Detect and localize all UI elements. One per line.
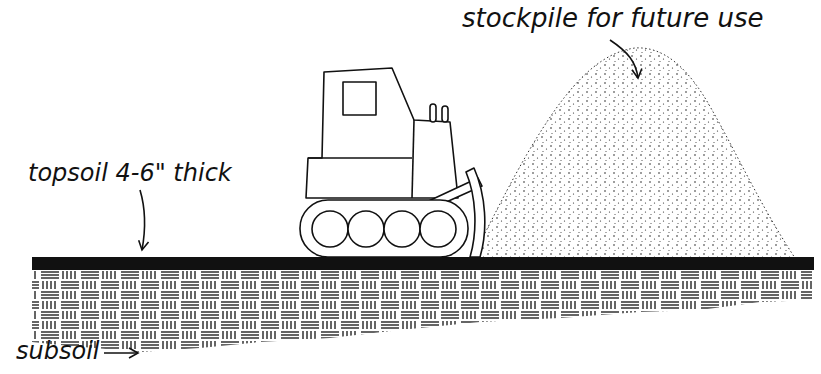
- annotation-label: subsoil: [16, 338, 99, 364]
- topsoil-band: [32, 257, 814, 270]
- crawler-track: [300, 200, 468, 257]
- annotation-label: stockpile for future use: [462, 4, 764, 33]
- track-wheel: [312, 211, 348, 247]
- subsoil-hatch: [32, 270, 812, 352]
- exhaust-stack: [442, 106, 448, 122]
- body-line: [308, 157, 412, 159]
- bulldozer-blade: [466, 168, 485, 257]
- cab-window: [343, 82, 376, 115]
- leader-arrow: [104, 352, 138, 354]
- bulldozer-body: [306, 68, 458, 198]
- annotation-label: topsoil 4-6" thick: [28, 160, 232, 186]
- leader-arrow: [140, 190, 145, 250]
- track-wheel: [420, 211, 456, 247]
- track-wheel: [384, 211, 420, 247]
- body-line: [412, 120, 414, 198]
- track-wheel: [348, 211, 384, 247]
- leader-arrow: [610, 40, 638, 78]
- exhaust-stack: [430, 104, 436, 122]
- stockpile-mound: [472, 48, 795, 258]
